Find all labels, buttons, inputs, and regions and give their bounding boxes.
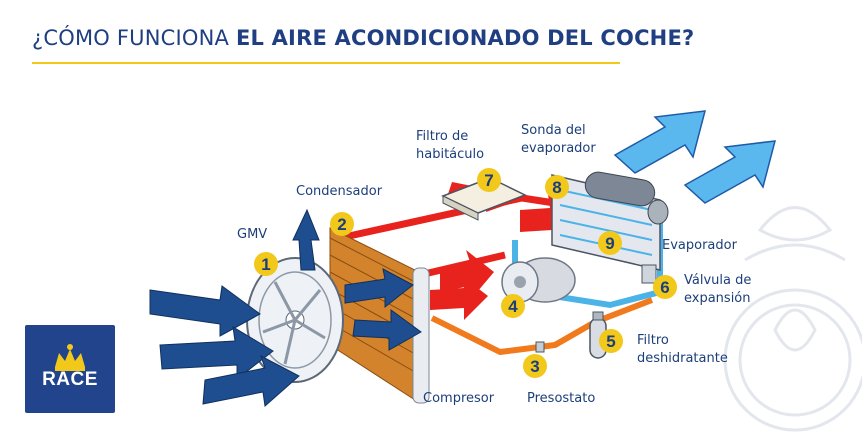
badge-7: 7 [477, 168, 501, 192]
watermark-emblem [725, 208, 862, 431]
label-valvula-expansion-line1: Válvula de [684, 272, 751, 290]
fan-gmv [247, 258, 343, 382]
badge-2: 2 [330, 212, 354, 236]
badge-1: 1 [254, 252, 278, 276]
badge-7-number: 7 [484, 171, 493, 190]
badge-9-number: 9 [605, 234, 614, 253]
label-filtro-habitaculo: Filtro de habitáculo [416, 128, 484, 164]
badge-1-number: 1 [261, 255, 270, 274]
label-filtro-deshidratante-line2: deshidratante [637, 350, 728, 368]
label-evaporador: Evaporador [662, 237, 737, 255]
badge-3-number: 3 [530, 357, 539, 376]
condenser [330, 228, 429, 403]
badge-8: 8 [545, 175, 569, 199]
label-valvula-expansion: Válvula de expansión [684, 272, 751, 308]
label-sonda-evaporador-line1: Sonda del [521, 122, 596, 140]
label-filtro-deshidratante-line1: Filtro [637, 332, 728, 350]
badge-2-number: 2 [337, 215, 346, 234]
badge-6: 6 [653, 275, 677, 299]
label-gmv: GMV [237, 226, 267, 244]
label-condensador: Condensador [296, 183, 382, 201]
badge-9: 9 [598, 231, 622, 255]
label-valvula-expansion-line2: expansión [684, 290, 751, 308]
label-sonda-evaporador-line2: evaporador [521, 140, 596, 158]
pressure-switch [536, 342, 544, 352]
label-presostato: Presostato [527, 390, 595, 408]
badge-5-number: 5 [606, 332, 615, 351]
badge-4-number: 4 [508, 297, 518, 316]
evaporator [552, 170, 668, 270]
label-filtro-habitaculo-line1: Filtro de [416, 128, 484, 146]
label-filtro-habitaculo-line2: habitáculo [416, 146, 484, 164]
expansion-valve [642, 265, 656, 283]
badge-5: 5 [599, 329, 623, 353]
race-logo: RACE [25, 325, 115, 413]
label-compresor: Compresor [423, 390, 494, 408]
badge-3: 3 [523, 354, 547, 378]
label-sonda-evaporador: Sonda del evaporador [521, 122, 596, 158]
label-filtro-deshidratante: Filtro deshidratante [637, 332, 728, 368]
race-logo-text: RACE [25, 369, 115, 391]
badge-8-number: 8 [552, 178, 561, 197]
badge-6-number: 6 [660, 278, 669, 297]
badge-4: 4 [501, 294, 525, 318]
